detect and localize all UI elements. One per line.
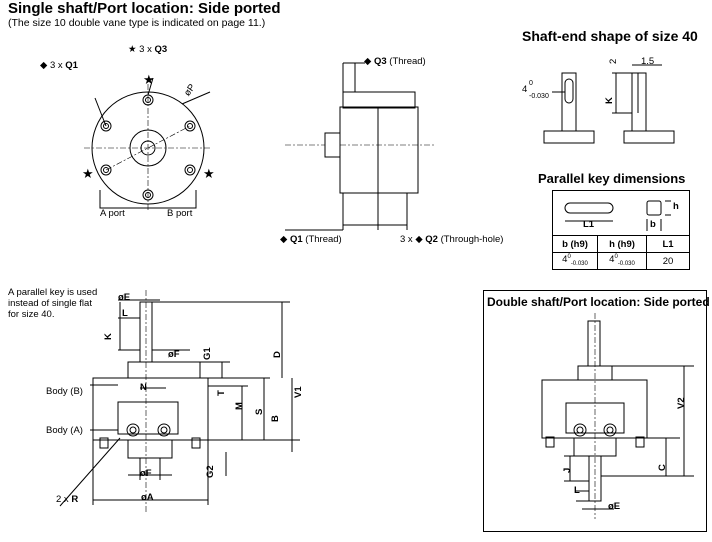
parallel-key-title: Parallel key dimensions [538, 171, 686, 186]
bottom-view-drawing [59, 290, 300, 512]
dim-s: S [254, 408, 265, 415]
parallel-key-table: L1 h b b (h9) h (h9) L1 40-0.030 40-0.03… [552, 190, 690, 270]
dim-j: J [562, 467, 573, 473]
label-a-port: A port [100, 208, 125, 219]
dim-b: B [270, 415, 281, 422]
dim-g1: G1 [202, 347, 213, 360]
double-shaft-drawing [541, 313, 694, 519]
dim-v1: V1 [293, 386, 304, 398]
key-label-b: b [650, 219, 656, 230]
page-subtitle: (The size 10 double vane type is indicat… [8, 17, 266, 29]
shaft-end-width: 4 [522, 84, 528, 95]
key-header-b: b (h9) [552, 235, 598, 253]
star-marker-top: ★ [143, 72, 155, 87]
shaft-end-dim-2: 2 [608, 58, 619, 64]
key-header-l1: L1 [646, 235, 690, 253]
front-view-drawing [84, 77, 212, 212]
dim-v2: V2 [676, 397, 687, 409]
key-cell-b: 40-0.030 [552, 252, 598, 270]
shaft-end-width-tol: -0.030 [529, 93, 549, 100]
shaft-end-width-zero: 0 [529, 80, 533, 87]
dim-e-double: øE [608, 501, 621, 512]
key-header-h: h (h9) [597, 235, 647, 253]
dim-t: T [216, 390, 227, 396]
dim-d: D [272, 351, 283, 358]
double-shaft-panel: Double shaft/Port location: Side ported [483, 290, 710, 532]
label-side-q2: 3 x ◆ Q2 (Through-hole) [400, 234, 504, 245]
dim-e-top: øE [118, 292, 131, 303]
key-label-h: h [673, 201, 679, 212]
label-3xq3: ★ 3 x Q3 [128, 44, 168, 55]
dim-m: M [234, 402, 245, 410]
parallel-key-sketch [564, 200, 671, 231]
dim-g2: G2 [205, 465, 216, 478]
shaft-end-drawing [543, 64, 675, 144]
dim-f-top: øF [168, 349, 180, 360]
key-cell-h: 40-0.030 [597, 252, 647, 270]
label-3xq1: ◆ 3 x Q1 [40, 60, 78, 71]
page-title: Single shaft/Port location: Side ported [8, 0, 281, 17]
dim-k: K [103, 333, 114, 340]
dim-n: N [140, 382, 147, 393]
parallel-key-note: A parallel key is used instead of single… [8, 287, 98, 320]
side-view-drawing [285, 62, 435, 231]
dim-a: øA [141, 492, 154, 503]
label-body-a: Body (A) [46, 425, 83, 436]
shaft-end-title: Shaft-end shape of size 40 [522, 28, 698, 44]
shaft-end-dim-k: K [604, 97, 615, 104]
dim-l-top: L [122, 308, 128, 319]
star-marker-left: ★ [82, 166, 94, 181]
dim-c: C [657, 464, 668, 471]
key-label-l1: L1 [583, 219, 595, 230]
label-body-b: Body (B) [46, 386, 83, 397]
label-side-q3: ◆ Q3 (Thread) [364, 56, 426, 67]
dim-f-bottom: øF [140, 468, 152, 479]
star-marker-right: ★ [203, 166, 215, 181]
label-2xr: 2 x R [56, 494, 79, 505]
key-cell-l1: 20 [646, 252, 690, 270]
dim-l-double: L [574, 485, 580, 496]
parallel-key-sketch-cell: L1 h b [552, 190, 690, 236]
double-shaft-title: Double shaft/Port location: Side ported [487, 295, 710, 309]
label-side-q1: ◆ Q1 (Thread) [280, 234, 342, 245]
label-b-port: B port [167, 208, 193, 219]
shaft-end-dim-1-5: 1.5 [641, 56, 655, 67]
